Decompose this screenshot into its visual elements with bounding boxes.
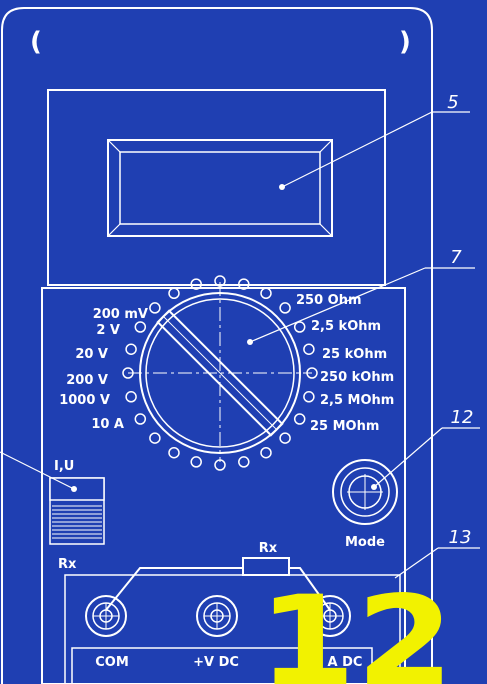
callout-selector-label: 7	[450, 247, 462, 268]
callout-leader	[373, 427, 443, 488]
dial-position-dot	[303, 391, 315, 403]
terminal-jack-outer	[196, 595, 238, 637]
display-housing	[47, 89, 386, 286]
wire-v	[289, 567, 331, 611]
mode-button-label: Mode	[345, 535, 385, 550]
lcd-window-outer	[107, 139, 333, 237]
terminal-label-strip	[71, 647, 373, 684]
terminal-label-v-dc: +V DC	[193, 655, 239, 670]
dial-label-250ohm: 250 Ohm	[296, 293, 362, 308]
dial-position-dot	[125, 343, 137, 355]
case-left-bracket: (	[30, 27, 42, 57]
dial-position-dot	[293, 413, 306, 425]
dial-position-dot	[125, 391, 137, 403]
dial-position-dot	[168, 446, 180, 459]
dial-label-20v: 20 V	[75, 347, 108, 362]
lcd-bevel	[107, 139, 121, 153]
dial-position-dot	[149, 302, 161, 314]
callout-leader	[394, 547, 439, 579]
lower-panel	[41, 287, 406, 684]
dial-pointer	[156, 309, 284, 437]
lcd-bevel	[319, 139, 333, 153]
slide-switch-ridges	[52, 505, 102, 539]
lcd-bevel	[107, 223, 121, 237]
case-right-bracket: )	[399, 27, 411, 57]
callout-mode-label: 12	[451, 407, 474, 428]
lcd-bevel	[319, 223, 333, 237]
terminal-jacks	[85, 595, 351, 637]
dial-position-dot	[238, 456, 250, 468]
dial-position-dot	[260, 287, 272, 300]
dial-label-25mohm: 25 MOhm	[310, 419, 379, 434]
dial-position-dot	[293, 321, 306, 333]
callout-display-label: 5	[447, 92, 458, 113]
terminal-label-a-dc: A DC	[328, 655, 363, 670]
dial-pointer-mark	[163, 316, 277, 430]
dial-label-2-5kohm: 2,5 kOhm	[311, 319, 381, 334]
dial-label-200mv: 200 mV	[93, 307, 148, 322]
dial-position-dot	[168, 287, 180, 300]
dial-position-dot	[238, 278, 250, 290]
mode-button-outer	[332, 459, 398, 525]
switch-bottom-label: Rx	[58, 557, 77, 572]
dial-label-2v: 2 V	[96, 323, 120, 338]
dial-position-dot	[306, 367, 318, 379]
lcd-window-inner	[119, 151, 321, 225]
terminal-jack-outer	[85, 595, 127, 637]
dial-position-dot	[190, 278, 202, 290]
dial-position-dot	[190, 456, 202, 468]
terminal-label-com: COM	[95, 655, 129, 670]
dial-position-dot	[303, 343, 315, 355]
dial-position-dot	[134, 413, 147, 425]
dial-position-dot	[122, 367, 134, 379]
callout-terminals-label: 13	[449, 527, 472, 548]
dial-label-25kohm: 25 kOhm	[322, 347, 387, 362]
dial-label-2-5mohm: 2,5 MOhm	[320, 393, 394, 408]
callout-leader	[0, 451, 75, 490]
dial-label-10a: 10 A	[91, 417, 124, 432]
dial-position-dot	[279, 432, 291, 444]
case-outline	[1, 7, 433, 684]
page-number: 12	[258, 570, 454, 684]
terminals-area	[64, 574, 401, 684]
dial-position-dot	[214, 459, 226, 471]
dial-label-200v: 200 V	[66, 373, 108, 388]
callout-leader	[249, 267, 426, 343]
dial-label-1000v: 1000 V	[59, 393, 110, 408]
dial-position-dot	[149, 432, 161, 444]
dial-position-dot	[214, 275, 226, 287]
switch-top-label: I,U	[54, 459, 74, 474]
resistor-label: Rx	[259, 541, 278, 556]
dial-position-dot	[134, 321, 147, 333]
mode-button-middle	[340, 467, 390, 517]
dial-position-dot	[260, 446, 272, 459]
terminal-jack-outer	[309, 595, 351, 637]
rotary-selector	[128, 282, 312, 462]
wire-com	[105, 567, 243, 611]
dial-position-dots	[122, 275, 318, 471]
dial-position-dot	[279, 302, 291, 314]
callout-leader	[281, 111, 433, 188]
dial-label-250kohm: 250 kOhm	[320, 370, 394, 385]
